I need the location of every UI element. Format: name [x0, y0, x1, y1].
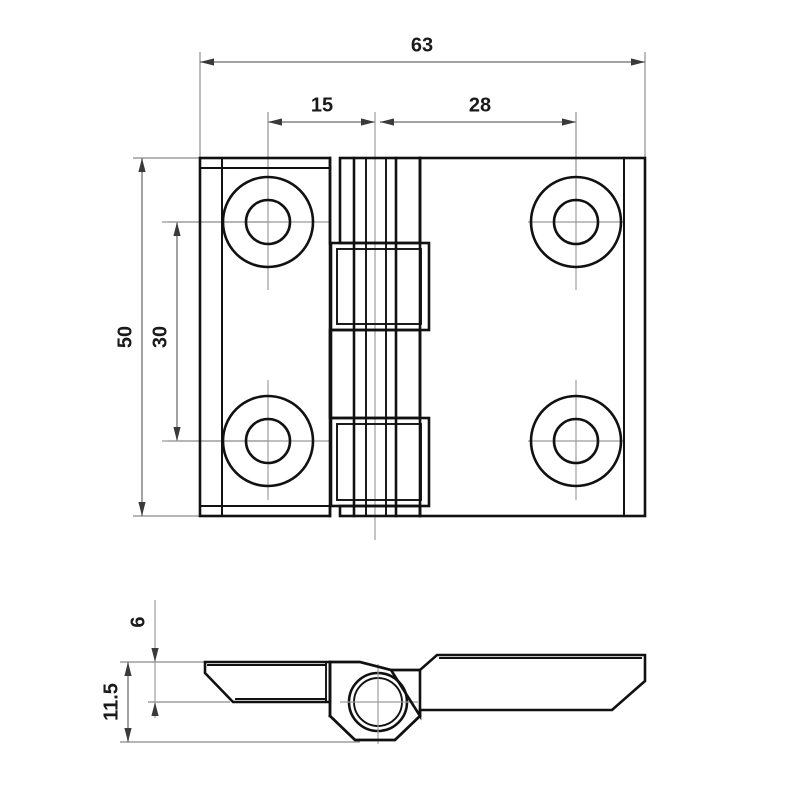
knuckle-segment-2 — [329, 241, 431, 332]
arrow-top-6 — [151, 648, 159, 662]
arrow-right-63 — [631, 58, 645, 66]
dim-label-50: 50 — [114, 326, 136, 348]
dim-label-115: 11.5 — [100, 683, 122, 721]
screw-hole-top-left-outer — [221, 175, 315, 269]
arrow-left-28 — [380, 118, 394, 126]
dimension-15: 15 — [268, 94, 375, 126]
dim-label-28: 28 — [469, 94, 491, 116]
front-view-overlay-edges — [221, 156, 625, 518]
arrow-left-15 — [268, 118, 282, 126]
dim-label-15: 15 — [311, 94, 333, 116]
hinge-knuckle-column — [329, 156, 431, 518]
dimension-30: 30 — [149, 222, 181, 441]
front-view-center-lines — [162, 112, 624, 540]
knuckle-bottom-edge — [328, 714, 422, 742]
knuckle-segment-2-inner — [336, 248, 422, 325]
screw-hole-bottom-left — [221, 394, 315, 488]
knuckle-top-left-edge — [328, 660, 393, 672]
screw-hole-top-right-inner — [552, 198, 600, 246]
knuckle-segment-1 — [338, 156, 422, 245]
left-leaf-profile — [203, 660, 332, 704]
screw-hole-bottom-left-outer — [221, 394, 315, 488]
dimension-6: 6 — [127, 600, 159, 718]
arrow-top-50 — [138, 158, 146, 172]
dimension-50: 50 — [114, 158, 146, 516]
knuckle-segment-5 — [338, 504, 422, 518]
side-view: 6 11.5 — [100, 600, 647, 744]
dim-label-30: 30 — [149, 326, 171, 348]
screw-hole-bottom-right — [529, 394, 623, 488]
knuckle-segment-4 — [329, 416, 431, 508]
arrow-bottom-6 — [151, 702, 159, 716]
right-leaf-profile — [388, 653, 647, 721]
arrow-bottom-50 — [138, 502, 146, 516]
side-view-right-leaf — [388, 653, 647, 721]
arrow-bottom-115 — [124, 728, 132, 742]
side-view-extension-lines — [120, 661, 360, 743]
knuckle-segment-4-inner — [336, 423, 422, 501]
arrow-right-15 — [361, 118, 375, 126]
screw-hole-top-right-outer — [529, 175, 623, 269]
screw-hole-bottom-left-inner — [244, 417, 292, 465]
dimension-115: 11.5 — [100, 662, 132, 742]
dim-label-63: 63 — [411, 34, 433, 56]
screw-hole-top-left-inner — [244, 198, 292, 246]
screw-hole-top-right — [529, 175, 623, 269]
side-view-overlay-edges — [325, 660, 422, 742]
arrow-left-63 — [200, 58, 214, 66]
side-view-knuckle — [328, 660, 422, 744]
front-view: 63 15 28 50 30 — [114, 34, 647, 540]
arrow-bottom-30 — [173, 427, 181, 441]
screw-hole-top-left — [221, 175, 315, 269]
dimension-63: 63 — [200, 34, 645, 66]
arrow-right-28 — [562, 118, 576, 126]
screw-hole-bottom-right-outer — [529, 394, 623, 488]
side-view-left-leaf — [203, 660, 332, 704]
dim-label-6: 6 — [127, 616, 149, 627]
arrow-top-30 — [173, 222, 181, 236]
dimension-28: 28 — [380, 94, 576, 126]
arrow-top-115 — [124, 662, 132, 676]
screw-hole-bottom-right-inner — [552, 417, 600, 465]
